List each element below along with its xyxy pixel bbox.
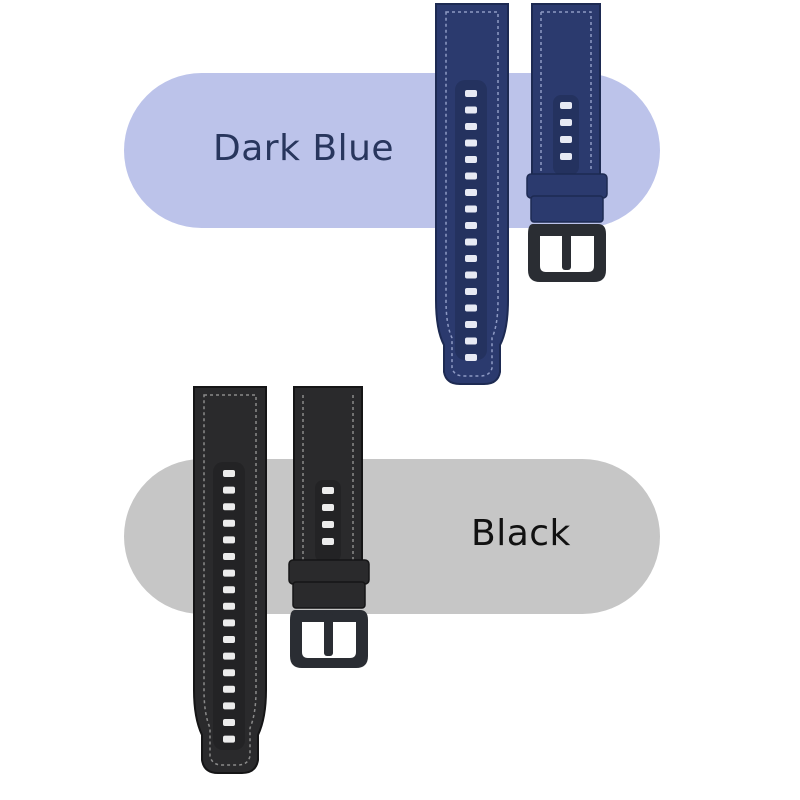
strap-hole	[465, 139, 477, 147]
strap-hole	[465, 304, 477, 312]
strap-hole	[560, 119, 572, 126]
strap-hole	[465, 172, 477, 180]
black-keeper-loop	[288, 559, 370, 585]
strap-hole	[560, 136, 572, 143]
strap-hole	[465, 238, 477, 246]
dark-blue-strap-channel	[455, 80, 487, 360]
strap-hole	[465, 205, 477, 213]
strap-hole	[465, 123, 477, 130]
strap-hole	[465, 156, 477, 163]
strap-hole	[322, 487, 334, 494]
strap-hole	[465, 271, 477, 279]
strap-hole	[465, 321, 477, 328]
black-label: Black	[471, 513, 571, 554]
strap-hole	[223, 735, 235, 743]
black-strap-holes	[223, 470, 235, 743]
strap-hole	[322, 504, 334, 511]
strap-hole	[465, 189, 477, 196]
strap-hole	[223, 486, 235, 494]
dark-blue-label: Dark Blue	[213, 128, 395, 169]
strap-hole	[223, 685, 235, 693]
strap-hole	[223, 519, 235, 527]
strap-hole	[223, 652, 235, 660]
strap-hole	[223, 719, 235, 726]
strap-hole	[223, 470, 235, 477]
strap-hole	[560, 153, 572, 160]
strap-hole	[322, 538, 334, 545]
strap-hole	[223, 503, 235, 511]
strap-hole	[465, 106, 477, 114]
strap-hole	[223, 602, 235, 610]
strap-hole	[223, 702, 235, 710]
strap-hole	[223, 586, 235, 594]
strap-hole	[465, 255, 477, 262]
strap-hole	[223, 669, 235, 677]
strap-hole	[560, 102, 572, 109]
strap-hole	[465, 222, 477, 229]
strap-hole	[223, 619, 235, 627]
strap-hole	[223, 569, 235, 577]
strap-hole	[465, 354, 477, 361]
dark-blue-strap-holes	[465, 90, 477, 361]
strap-hole	[223, 536, 235, 544]
strap-hole	[465, 90, 477, 97]
strap-hole	[223, 553, 235, 560]
strap-hole	[465, 337, 477, 345]
strap-hole	[322, 521, 334, 528]
strap-hole	[465, 288, 477, 295]
strap-hole	[223, 636, 235, 643]
